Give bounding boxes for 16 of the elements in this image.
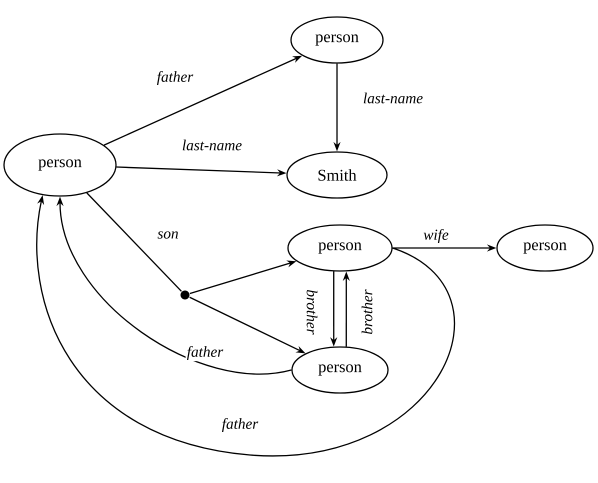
ellipse-node: person: [287, 224, 393, 272]
ellipse-node: person: [291, 346, 389, 394]
edge-label: father: [220, 416, 260, 434]
edge-label: father: [156, 70, 194, 86]
junction-dot: [180, 290, 190, 300]
ellipse-node: person: [290, 16, 384, 64]
edge-label: last-name: [180, 138, 244, 152]
edge-label: son: [156, 230, 180, 240]
ellipse-node: Smith: [286, 151, 388, 199]
ellipse-node: person: [496, 224, 594, 272]
edge-label: brother: [360, 288, 374, 336]
edge-label: father: [186, 344, 224, 362]
ellipse-node: person: [3, 133, 117, 197]
edge-label: wife: [422, 228, 450, 244]
edge-label: brother: [305, 288, 319, 336]
edge-label: last-name: [362, 91, 424, 105]
